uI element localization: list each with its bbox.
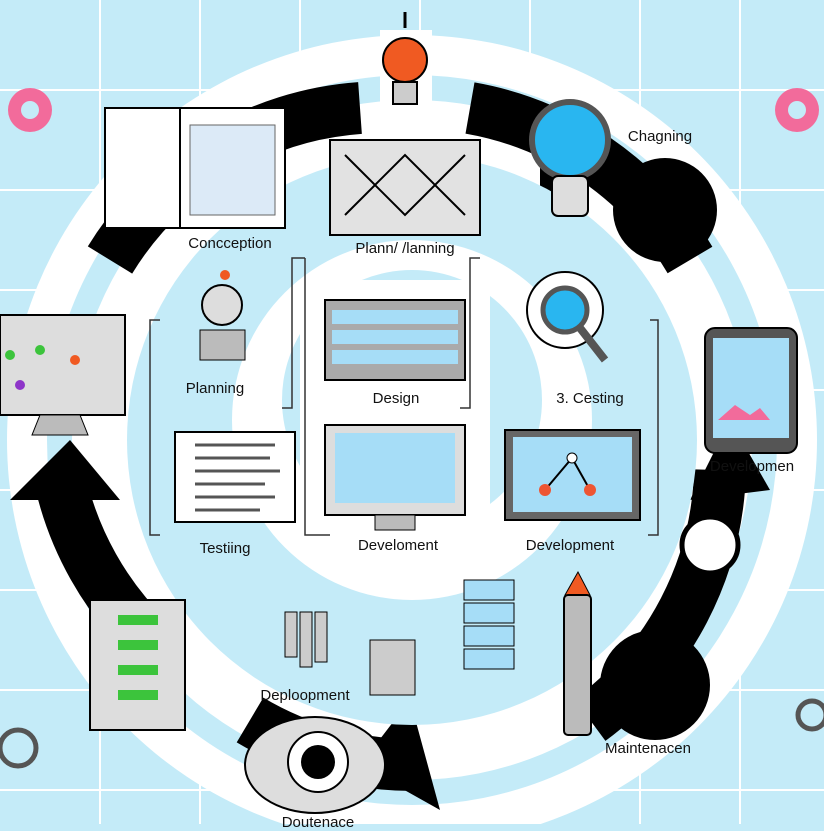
arrowhead bbox=[10, 440, 120, 500]
monitor-graph-icon bbox=[0, 314, 126, 436]
stacked-cards-icon bbox=[463, 579, 515, 670]
pencil-icon bbox=[563, 570, 592, 736]
label-changing: Chagning bbox=[627, 128, 693, 145]
network-diagram-icon bbox=[329, 139, 481, 236]
gear-eye-icon bbox=[244, 716, 386, 814]
label-maintenance: Maintenacen bbox=[605, 740, 691, 757]
connector-lines bbox=[149, 257, 659, 536]
table-icon bbox=[324, 299, 466, 381]
label-testing: Testiing bbox=[199, 540, 251, 557]
lightbulb-icon bbox=[380, 12, 432, 112]
tablet-icon bbox=[704, 327, 798, 454]
document-icon bbox=[174, 431, 296, 523]
label-deployment: Deploopment bbox=[260, 687, 350, 704]
maintenance-circle-icon bbox=[600, 630, 710, 740]
clock-icon bbox=[613, 158, 717, 262]
code-monitor-icon bbox=[324, 424, 466, 531]
label-development-right: Developmen bbox=[709, 458, 795, 475]
magnifier-bulb-icon bbox=[529, 99, 611, 217]
database-icon bbox=[284, 611, 328, 668]
label-design: Design bbox=[372, 390, 420, 407]
key-icon bbox=[0, 727, 39, 769]
idea-bulb-icon bbox=[199, 270, 246, 361]
arrowhead bbox=[690, 420, 770, 500]
label-conception: Concception bbox=[188, 235, 272, 252]
server-rack-icon bbox=[89, 599, 186, 731]
label-development-monitor: Development bbox=[525, 537, 615, 554]
label-bottom-cut: Doutenace bbox=[281, 814, 355, 831]
label-testing-3: 3. Cesting bbox=[556, 390, 624, 407]
label-planning: Planning bbox=[185, 380, 245, 397]
label-development-center: Develoment bbox=[357, 537, 439, 554]
notebook-icon bbox=[104, 107, 286, 229]
key-icon bbox=[795, 698, 824, 732]
label-planning-top: Plann/ /lanning bbox=[355, 240, 455, 257]
search-icon bbox=[679, 514, 741, 576]
workflow-monitor-icon bbox=[504, 429, 641, 521]
arrowhead bbox=[360, 700, 440, 810]
package-icon bbox=[369, 639, 416, 696]
magnifier-gear-icon bbox=[526, 271, 609, 363]
